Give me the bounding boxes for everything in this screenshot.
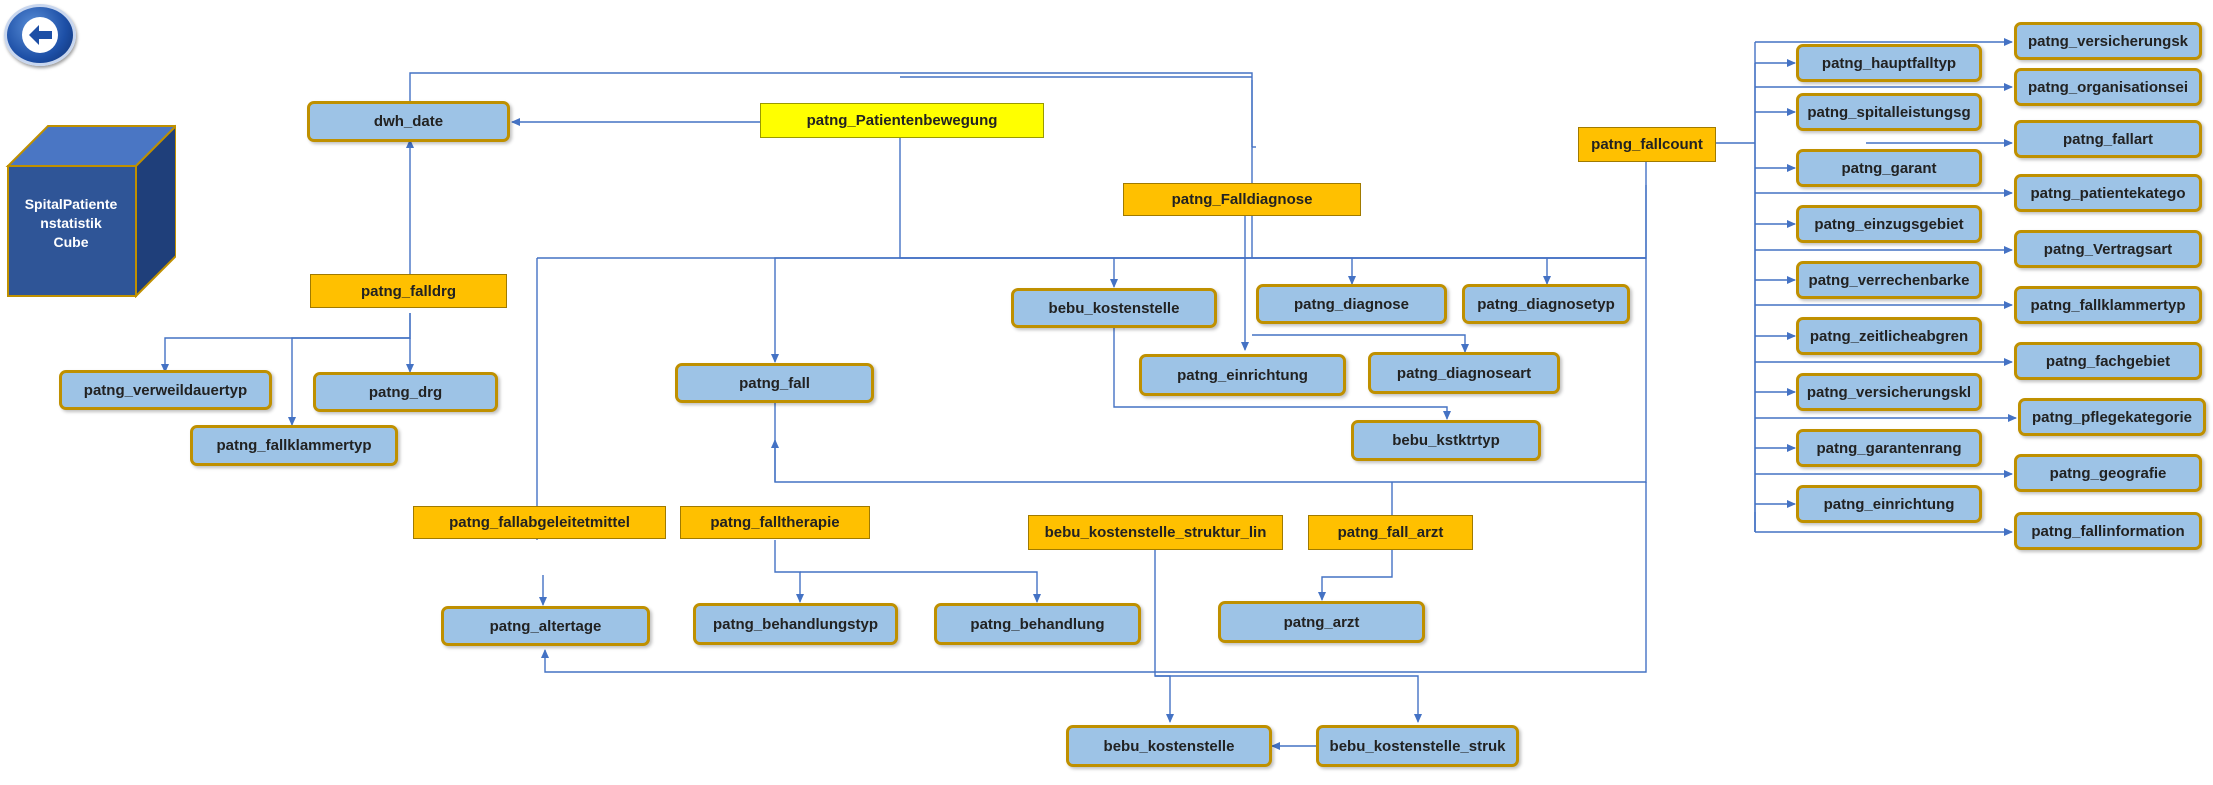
node-patng-patientenbewegung[interactable]: patng_Patientenbewegung: [760, 103, 1044, 138]
node-patng-garant[interactable]: patng_garant: [1796, 149, 1982, 187]
node-patng-einrichtung-2[interactable]: patng_einrichtung: [1796, 485, 1982, 523]
node-dwh-date[interactable]: dwh_date: [307, 101, 510, 142]
edge: [1318, 552, 1393, 601]
node-patng-patientekatego[interactable]: patng_patientekatego: [2014, 174, 2202, 212]
back-button[interactable]: [4, 4, 76, 66]
node-patng-fachgebiet[interactable]: patng_fachgebiet: [2014, 342, 2202, 380]
node-patng-fallinformation[interactable]: patng_fallinformation: [2014, 512, 2202, 550]
node-patng-versicherungskl[interactable]: patng_versicherungskl: [1796, 373, 1982, 411]
cube-icon: [5, 124, 176, 298]
node-patng-spitalleistungsg[interactable]: patng_spitalleistungsg: [1796, 93, 1982, 131]
back-arrow-icon: [22, 17, 58, 53]
edge: [1154, 550, 1174, 723]
edge: [774, 540, 804, 603]
node-patng-fallart[interactable]: patng_fallart: [2014, 120, 2202, 158]
node-patng-fallcount[interactable]: patng_fallcount: [1578, 127, 1716, 162]
node-patng-fallabgeleitetmittel[interactable]: patng_fallabgeleitetmittel: [413, 506, 666, 539]
node-patng-verrechenbarke[interactable]: patng_verrechenbarke: [1796, 261, 1982, 299]
node-patng-altertage[interactable]: patng_altertage: [441, 606, 650, 646]
edge: [288, 313, 411, 426]
node-patng-einzugsgebiet[interactable]: patng_einzugsgebiet: [1796, 205, 1982, 243]
edge: [1155, 675, 1422, 723]
edge: [161, 313, 411, 373]
node-patng-behandlungstyp[interactable]: patng_behandlungstyp: [693, 603, 898, 645]
node-patng-zeitlicheabgren[interactable]: patng_zeitlicheabgren: [1796, 317, 1982, 355]
node-patng-vertragsart[interactable]: patng_Vertragsart: [2014, 230, 2202, 268]
node-patng-fall-arzt[interactable]: patng_fall_arzt: [1308, 515, 1473, 550]
node-patng-geografie[interactable]: patng_geografie: [2014, 454, 2202, 492]
node-patng-fallklammertyp[interactable]: patng_fallklammertyp: [190, 425, 398, 466]
edge: [541, 482, 1647, 673]
node-patng-falltherapie[interactable]: patng_falltherapie: [680, 506, 870, 539]
edge: [1252, 334, 1469, 353]
node-patng-diagnosetyp[interactable]: patng_diagnosetyp: [1462, 284, 1630, 324]
node-patng-versicherungsk[interactable]: patng_versicherungsk: [2014, 22, 2202, 60]
node-bebu-kostenstelle-2[interactable]: bebu_kostenstelle: [1066, 725, 1272, 767]
edge: [800, 571, 1041, 603]
node-patng-fallklammertyp-2[interactable]: patng_fallklammertyp: [2014, 286, 2202, 324]
node-patng-drg[interactable]: patng_drg: [313, 372, 498, 412]
node-bebu-kostenstelle-struk[interactable]: bebu_kostenstelle_struk: [1316, 725, 1519, 767]
node-patng-fall[interactable]: patng_fall: [675, 363, 874, 403]
node-bebu-kostenstelle-struktur-lin[interactable]: bebu_kostenstelle_struktur_lin: [1028, 515, 1283, 550]
edge: [1113, 328, 1451, 420]
node-patng-hauptfalltyp[interactable]: patng_hauptfalltyp: [1796, 44, 1982, 82]
node-patng-behandlung[interactable]: patng_behandlung: [934, 603, 1141, 645]
node-patng-falldrg[interactable]: patng_falldrg: [310, 274, 507, 308]
node-bebu-kstktrtyp[interactable]: bebu_kstktrtyp: [1351, 420, 1541, 461]
node-patng-einrichtung[interactable]: patng_einrichtung: [1139, 354, 1346, 396]
cube-label: SpitalPatiente nstatistik Cube: [24, 196, 118, 250]
node-patng-diagnoseart[interactable]: patng_diagnoseart: [1368, 352, 1560, 394]
node-bebu-kostenstelle[interactable]: bebu_kostenstelle: [1011, 288, 1217, 328]
node-patng-garantenrang[interactable]: patng_garantenrang: [1796, 429, 1982, 467]
node-patng-pflegekategorie[interactable]: patng_pflegekategorie: [2018, 398, 2206, 436]
node-patng-arzt[interactable]: patng_arzt: [1218, 601, 1425, 643]
node-patng-organisationsei[interactable]: patng_organisationsei: [2014, 68, 2202, 106]
node-patng-diagnose[interactable]: patng_diagnose: [1256, 284, 1447, 324]
node-patng-verweildauertyp[interactable]: patng_verweildauertyp: [59, 370, 272, 410]
node-patng-falldiagnose[interactable]: patng_Falldiagnose: [1123, 183, 1361, 216]
